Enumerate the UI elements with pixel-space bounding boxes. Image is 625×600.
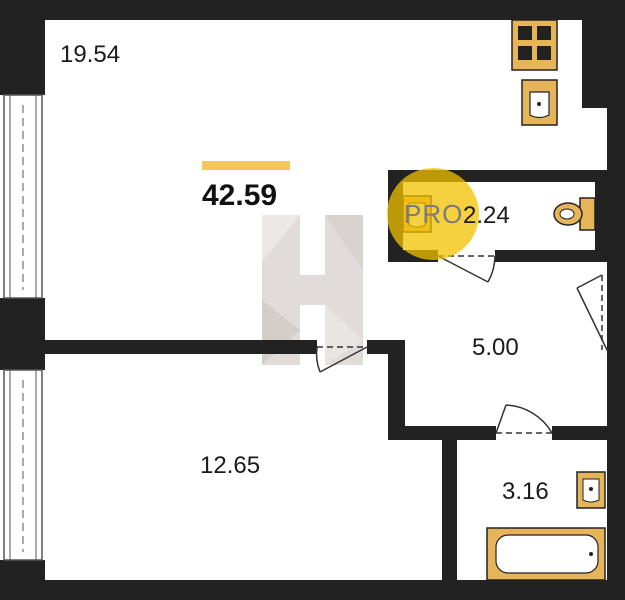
door-entrance	[576, 274, 609, 353]
watermark-circle	[387, 168, 479, 260]
total-area: 42.59	[202, 179, 278, 212]
toilet-icon	[553, 197, 596, 231]
door-bedroom	[315, 346, 368, 373]
door-bathroom	[495, 404, 553, 434]
kitchen-sink-icon	[521, 79, 558, 126]
left-window-upper	[3, 94, 43, 299]
watermark-text: PRO	[404, 199, 464, 229]
door-wc	[437, 255, 496, 283]
total-area-accent-bar	[202, 161, 290, 170]
hallway-area: 5.00	[472, 334, 519, 361]
wc-area: 2.24	[463, 202, 510, 229]
bedroom-area: 12.65	[200, 452, 261, 479]
sink-icon-bath	[576, 471, 606, 509]
stove-icon	[511, 19, 558, 71]
bathroom-area: 3.16	[502, 478, 549, 505]
left-window-lower	[3, 369, 43, 561]
living-room-area: 19.54	[60, 41, 121, 68]
bathtub-icon	[486, 527, 606, 581]
